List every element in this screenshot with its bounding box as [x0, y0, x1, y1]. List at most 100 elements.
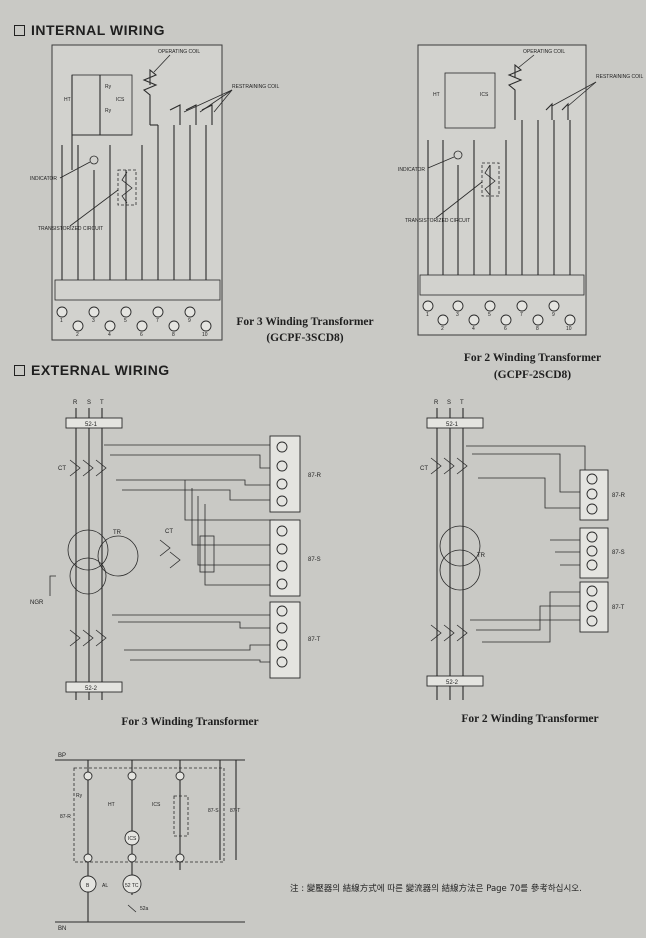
internal-wiring-3-winding-diagram: 1 2 3 4 5 6 7 8 9 10 OPERATING COIL REST… — [30, 44, 279, 341]
bp-label: BP — [58, 753, 66, 759]
transistorized-circuit-label: TRANSISTORIZED CIRCUIT — [405, 218, 470, 224]
aux-ct — [199, 535, 215, 573]
transformer-tertiary — [69, 557, 107, 595]
external-wiring-2-winding-diagram: R S T 52-1 CT TR 52-2 — [420, 400, 626, 700]
external-3w-caption: For 3 Winding Transformer — [121, 716, 259, 728]
relay-case-3w — [51, 44, 223, 341]
tc-label: 52 TC — [125, 883, 139, 889]
operating-coil-3w — [142, 68, 158, 125]
terminal-num: 5 — [124, 318, 127, 324]
bus-lines-3w — [75, 408, 103, 700]
indicator-icon — [89, 155, 99, 165]
tr-label: TR — [113, 530, 122, 536]
relay-87-r-label: 87-R — [308, 473, 322, 479]
ics-label: ICS — [152, 802, 161, 808]
ct-secondary-label: CT — [165, 529, 173, 535]
transformer-primary — [439, 525, 481, 567]
87r-label: 87-R — [60, 814, 71, 820]
terminal-num: 10 — [566, 326, 572, 332]
secondary-wiring-3w — [104, 444, 275, 663]
relay-87-t-label: 87-T — [308, 637, 321, 643]
ics-label: ICS — [480, 92, 489, 98]
bell-icon — [79, 875, 97, 893]
external-2w-caption: For 2 Winding Transformer — [461, 713, 599, 725]
terminal-num: 7 — [156, 318, 159, 324]
ngr-label: NGR — [30, 600, 44, 606]
ics-coil-label: ICS — [128, 836, 137, 842]
terminal-num: 2 — [441, 326, 444, 332]
relay-87-s-label: 87-S — [612, 550, 625, 556]
heading-box-icon — [14, 364, 25, 376]
transformer-secondary — [439, 549, 481, 591]
terminal-num: 4 — [108, 332, 111, 338]
operating-coil-label: OPERATING COIL — [158, 49, 200, 55]
ht-label: HT — [433, 92, 440, 98]
external-wiring-3-winding-diagram: R S T 52-1 CT TR NGR CT 52-2 — [30, 400, 322, 700]
relay-87-r-label: 87-R — [612, 493, 626, 499]
relay-87-t-label: 87-T — [612, 605, 625, 611]
restraining-coil-2w-a — [545, 102, 553, 120]
ht-label: HT — [64, 97, 71, 103]
transformer-primary — [67, 529, 109, 571]
restraining-coil-b — [185, 104, 197, 125]
terminal-num: 1 — [426, 312, 429, 318]
internal-wiring-heading: INTERNAL WIRING — [14, 22, 165, 38]
al-label: AL — [102, 883, 108, 889]
phase-label: S — [447, 400, 451, 406]
bell-label: B — [86, 883, 90, 889]
ics-label: ICS — [116, 97, 125, 103]
ht-label: HT — [108, 802, 115, 808]
terminal-num: 2 — [76, 332, 79, 338]
breaker-52-1 — [65, 417, 123, 429]
restraining-coil-2w-b — [561, 102, 569, 120]
terminal-num: 10 — [202, 332, 208, 338]
relay-terminals-2w — [586, 473, 598, 627]
trip-coil — [122, 874, 142, 894]
bus-lines-2w — [436, 408, 464, 700]
breaker-top-label: 52-1 — [85, 422, 98, 428]
terminal-num: 5 — [488, 312, 491, 318]
terminal-num: 8 — [536, 326, 539, 332]
operating-coil-2w — [507, 63, 523, 120]
breaker-top-label: 52-1 — [446, 422, 459, 428]
terminal-num: 6 — [140, 332, 143, 338]
internal-3w-caption-2: (GCPF-3SCD8) — [266, 332, 344, 344]
ry-contact-box-2w — [444, 72, 496, 129]
external-wiring-heading: EXTERNAL WIRING — [14, 362, 170, 378]
indicator-icon — [453, 150, 463, 160]
terminal-num: 4 — [472, 326, 475, 332]
87t-label: 87-T — [230, 808, 240, 814]
bn-label: BN — [58, 926, 66, 932]
terminal-block-3w — [54, 279, 221, 301]
indicator-label: INDICATOR — [398, 167, 425, 173]
terminal-num: 6 — [504, 326, 507, 332]
terminal-circles-2w — [422, 300, 576, 326]
heading-box-icon — [14, 24, 25, 36]
relay-case-2w — [417, 44, 587, 336]
transformer-secondary — [97, 535, 139, 577]
terminal-num: 9 — [552, 312, 555, 318]
ics-coil — [124, 830, 140, 846]
internal-wiring-title: INTERNAL WIRING — [31, 22, 166, 38]
terminal-num: 1 — [60, 318, 63, 324]
terminal-num: 7 — [520, 312, 523, 318]
87s-label: 87-S — [208, 808, 219, 814]
operating-coil-label: OPERATING COIL — [523, 49, 565, 55]
restraining-coil-label: RESTRAINING COIL — [596, 74, 643, 80]
restraining-coil-label: RESTRAINING COIL — [232, 84, 279, 90]
breaker-52-1 — [426, 417, 484, 429]
breaker-bottom-label: 52-2 — [446, 680, 459, 686]
phase-label: R — [73, 400, 78, 406]
internal-wiring-2-winding-diagram: 1 2 3 4 5 6 7 8 9 10 OPERATING COIL REST… — [398, 44, 643, 336]
terminal-num: 3 — [456, 312, 459, 318]
terminal-num: 3 — [92, 318, 95, 324]
terminal-block-2w — [419, 274, 585, 296]
internal-2w-caption-2: (GCPF-2SCD8) — [493, 369, 572, 381]
indicator-label: INDICATOR — [30, 176, 57, 182]
ry-label: Ry — [76, 793, 83, 799]
phase-label: S — [87, 400, 91, 406]
ry2-label: Ry — [105, 108, 112, 114]
terminal-num: 8 — [172, 332, 175, 338]
relay-terminals-3w — [276, 441, 288, 668]
